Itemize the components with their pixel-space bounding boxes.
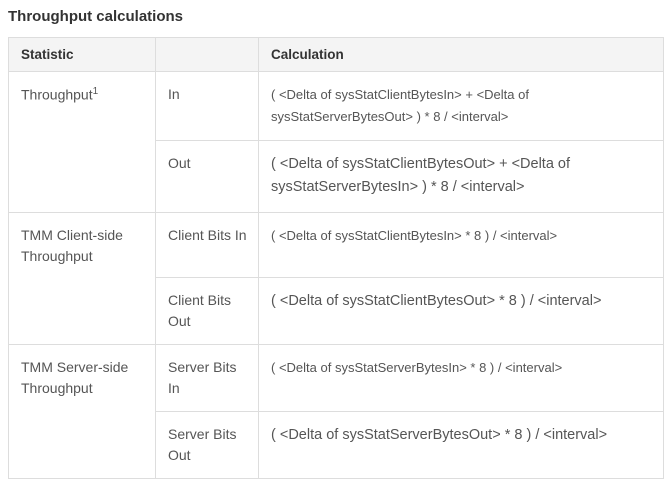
direction-cell: Out <box>155 140 259 213</box>
calculation-cell: ( <Delta of sysStatClientBytesOut> * 8 )… <box>258 276 664 345</box>
calculation-cell: ( <Delta of sysStatClientBytesIn> * 8 ) … <box>258 211 664 278</box>
table-row: Client Bits Out ( <Delta of sysStatClien… <box>9 276 664 345</box>
calculation-cell: ( <Delta of sysStatClientBytesIn> + <Del… <box>258 70 664 142</box>
direction-cell: Client Bits In <box>155 211 259 278</box>
table-row: TMM Client-side Throughput Client Bits I… <box>8 211 664 345</box>
statistic-cell-tmm-server-side: TMM Server-side Throughput <box>8 343 156 479</box>
statistic-cell-tmm-client-side: TMM Client-side Throughput <box>8 211 156 345</box>
table-row: Out ( <Delta of sysStatClientBytesOut> +… <box>9 140 664 213</box>
footnote-superscript: 1 <box>92 86 99 97</box>
page-title: Throughput calculations <box>8 8 183 25</box>
calculation-cell: ( <Delta of sysStatClientBytesOut> + <De… <box>258 140 664 213</box>
direction-cell: In <box>155 70 259 142</box>
direction-cell: Client Bits Out <box>155 276 259 345</box>
documentation-page: Throughput calculations Statistic Calcul… <box>8 8 664 479</box>
column-header-calculation: Calculation <box>258 37 664 72</box>
statistic-label: TMM Client-side Throughput <box>21 226 123 264</box>
direction-cell: Server Bits In <box>155 343 259 412</box>
table-row: Throughput1 In ( <Delta of sysStatClient… <box>8 70 664 213</box>
calculation-cell: ( <Delta of sysStatServerBytesOut> * 8 )… <box>258 410 664 479</box>
table-row: TMM Server-side Throughput Server Bits I… <box>8 343 664 479</box>
throughput-calculations-table: Statistic Calculation Throughput1 In ( <… <box>8 37 664 479</box>
statistic-cell-throughput: Throughput1 <box>8 71 156 213</box>
statistic-label: TMM Server-side Throughput <box>21 358 129 396</box>
direction-cell: Server Bits Out <box>155 410 259 479</box>
statistic-label: Throughput <box>21 86 93 103</box>
table-header-row: Statistic Calculation <box>8 37 664 72</box>
column-header-blank <box>155 37 259 72</box>
calculation-cell: ( <Delta of sysStatServerBytesIn> * 8 ) … <box>258 343 664 412</box>
column-header-statistic: Statistic <box>8 37 156 72</box>
